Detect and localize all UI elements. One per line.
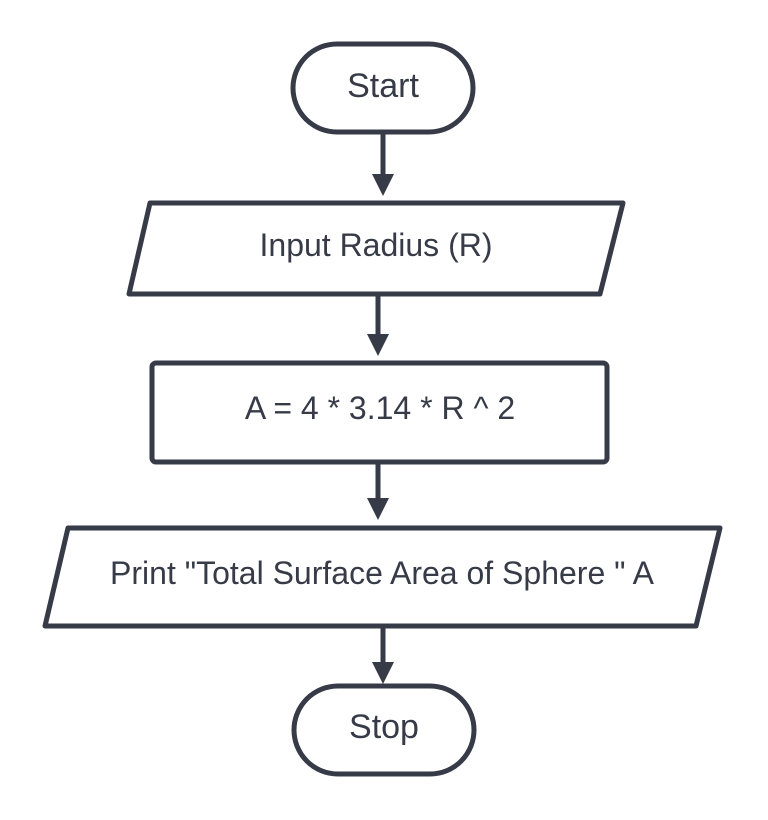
start-label: Start [347, 67, 419, 105]
arrow-start-to-input [372, 132, 394, 196]
process-label: A = 4 * 3.14 * R ^ 2 [245, 390, 515, 426]
stop-terminator-shape [291, 683, 477, 777]
stop-node: Stop [291, 683, 477, 777]
output-label: Print "Total Surface Area of Sphere " A [110, 555, 655, 591]
arrow-input-to-process [367, 294, 389, 356]
input-node: Input Radius (R) [126, 200, 626, 297]
arrow-process-to-output [367, 462, 389, 520]
input-label: Input Radius (R) [260, 227, 493, 263]
input-parallelogram-shape [126, 200, 626, 297]
arrow-output-to-stop [372, 626, 394, 684]
output-parallelogram-shape [42, 525, 723, 629]
start-node: Start [290, 41, 476, 135]
process-node: A = 4 * 3.14 * R ^ 2 [149, 360, 610, 465]
stop-label: Stop [349, 708, 419, 746]
output-node: Print "Total Surface Area of Sphere " A [42, 525, 723, 629]
